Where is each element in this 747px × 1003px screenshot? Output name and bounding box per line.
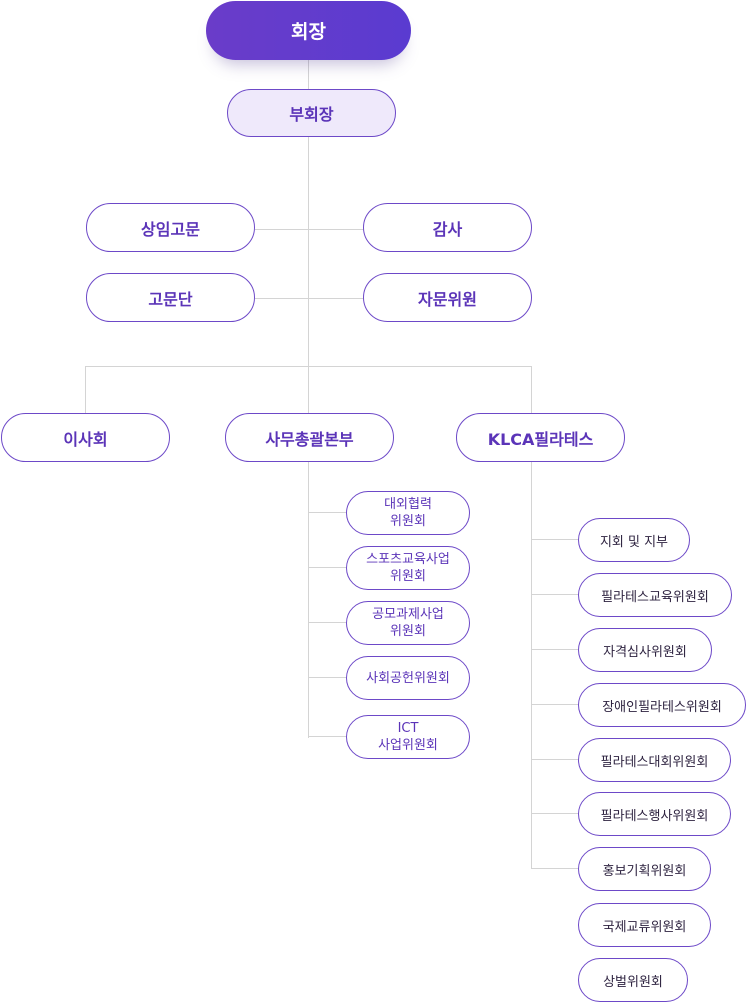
committee-label-line: 사회공헌위원회 bbox=[366, 670, 450, 686]
committee-label-line: 대외협력 bbox=[384, 497, 432, 512]
klca-committee-node: 자격심사위원회 bbox=[578, 628, 712, 672]
committee-label-line: 위원회 bbox=[390, 514, 426, 529]
klca-pilates-node: KLCA필라테스 bbox=[456, 413, 625, 462]
committee-label-line: 스포츠교육사업 bbox=[366, 552, 450, 567]
board-node: 이사회 bbox=[1, 413, 170, 462]
klca-committee-node: 지회 및 지부 bbox=[578, 518, 690, 562]
standing-advisor-node: 상임고문 bbox=[86, 203, 255, 252]
klca-committee-node: 상벌위원회 bbox=[578, 958, 688, 1002]
klca-committee-node: 홍보기획위원회 bbox=[578, 847, 711, 891]
klca-committee-node: 국제교류위원회 bbox=[578, 903, 711, 947]
vice-chairman-node: 부회장 bbox=[227, 89, 396, 137]
chairman-node: 회장 bbox=[206, 1, 411, 60]
klca-committee-node: 필라테스교육위원회 bbox=[578, 573, 732, 617]
secretariat-node: 사무총괄본부 bbox=[225, 413, 394, 462]
committee-label-line: 위원회 bbox=[390, 569, 426, 584]
committee-label-line: 사업위원회 bbox=[378, 738, 438, 753]
auditor-node: 감사 bbox=[363, 203, 532, 252]
klca-committee-node: 필라테스행사위원회 bbox=[578, 792, 731, 836]
advisory-group-node: 고문단 bbox=[86, 273, 255, 322]
klca-committee-node: 장애인필라테스위원회 bbox=[578, 683, 746, 727]
secretariat-committee-node: ICT 사업위원회 bbox=[346, 715, 470, 759]
klca-committee-node: 필라테스대회위원회 bbox=[578, 738, 731, 782]
secretariat-committee-node: 사회공헌위원회 bbox=[346, 656, 470, 700]
committee-label-line: 공모과제사업 bbox=[372, 607, 444, 622]
committee-label-line: ICT bbox=[397, 721, 419, 736]
committee-label-line: 위원회 bbox=[390, 624, 426, 639]
advisory-committee-node: 자문위원 bbox=[363, 273, 532, 322]
